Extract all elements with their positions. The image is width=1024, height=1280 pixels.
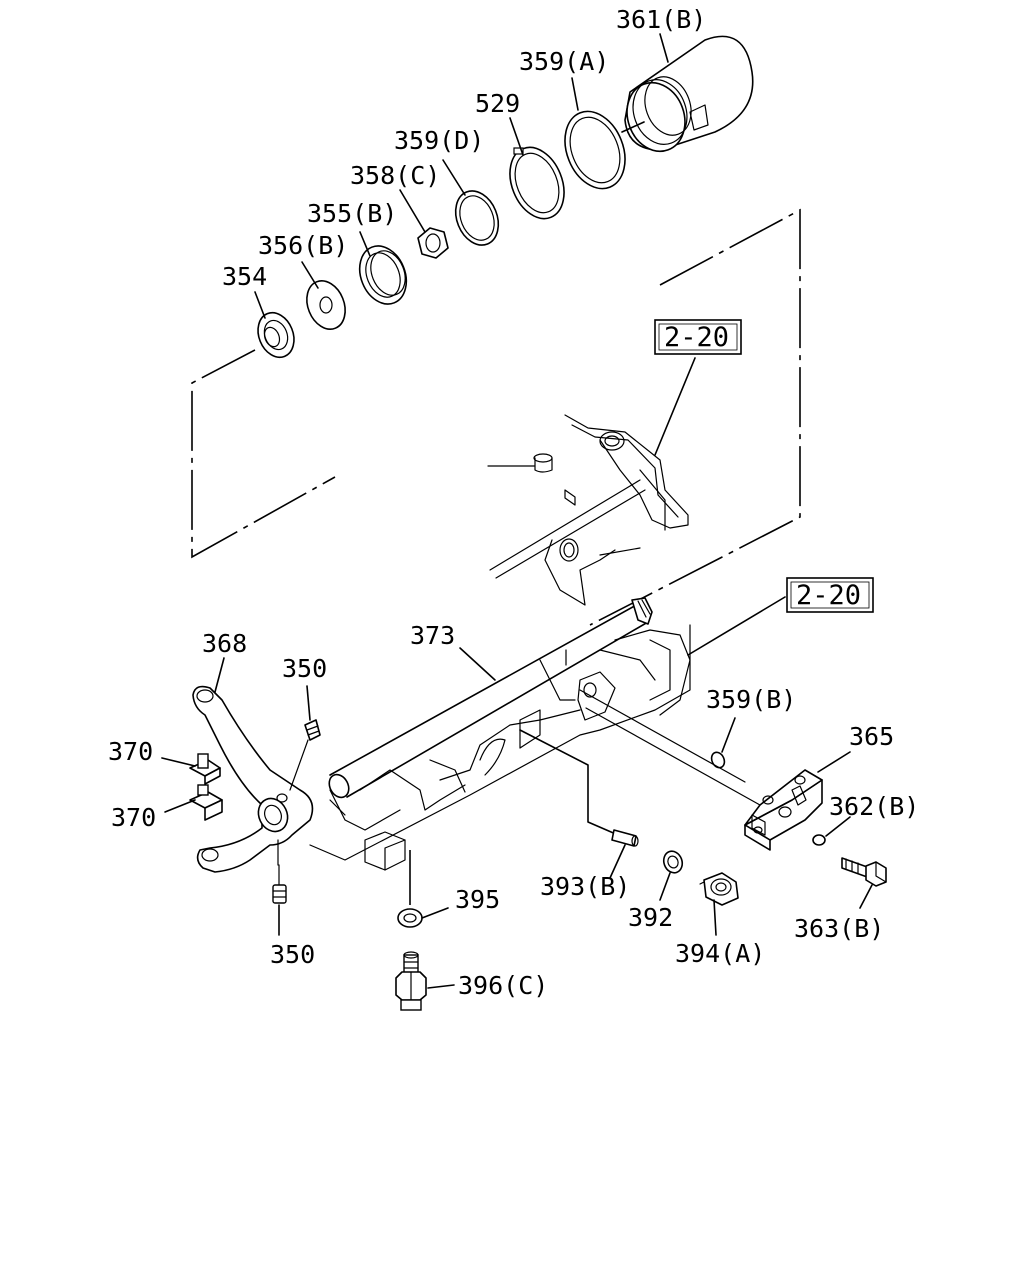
reference-box-lower — [786, 577, 874, 613]
transmission-housing-body — [309, 624, 691, 871]
oring-362b — [812, 834, 826, 846]
callout-394a: 394(A) — [675, 939, 765, 968]
callout-370-top: 370 — [108, 737, 153, 766]
washer-392 — [662, 850, 684, 874]
assembly-boundary-lines — [191, 208, 801, 626]
callout-393b: 393(B) — [540, 872, 630, 901]
shift-block-370-top — [189, 753, 221, 785]
bushing-355b — [358, 245, 408, 305]
callout-350-bottom: 350 — [270, 940, 315, 969]
reference-label-lower: 2-20 — [796, 580, 861, 611]
callout-368: 368 — [202, 629, 247, 658]
callout-396c: 396(C) — [458, 971, 548, 1000]
callout-350-top: 350 — [282, 654, 327, 683]
housing-detail-upper — [487, 414, 689, 606]
routing-lines — [579, 689, 761, 806]
callout-529: 529 — [475, 89, 520, 118]
callout-365: 365 — [849, 722, 894, 751]
shift-fork-368 — [192, 685, 314, 873]
bolt-350-bottom — [272, 864, 287, 904]
callout-356b: 356(B) — [258, 231, 348, 260]
washer-356b — [306, 280, 346, 330]
reference-label-upper: 2-20 — [664, 322, 729, 353]
switch-394a — [699, 872, 739, 906]
callout-359b: 359(B) — [706, 685, 796, 714]
callout-395: 395 — [455, 885, 500, 914]
callout-370-bottom: 370 — [111, 803, 156, 832]
plug-396c — [395, 951, 427, 1011]
seal-354 — [257, 311, 295, 359]
callout-361b: 361(B) — [616, 5, 706, 34]
callout-392: 392 — [628, 903, 673, 932]
callout-373: 373 — [410, 621, 455, 650]
pin-393b — [519, 729, 639, 847]
nut-358c — [417, 227, 449, 259]
callout-355b: 355(B) — [307, 199, 397, 228]
seal-ring-359d — [454, 190, 500, 246]
shift-rail-373 — [328, 597, 653, 799]
callout-359d: 359(D) — [394, 126, 484, 155]
oring-359b — [710, 751, 726, 769]
snap-ring-529 — [509, 146, 565, 220]
seal-ring-359a — [564, 110, 626, 190]
bolt-363b — [841, 857, 887, 887]
callout-354: 354 — [222, 262, 267, 291]
callout-363b: 363(B) — [794, 914, 884, 943]
callout-362b: 362(B) — [829, 792, 919, 821]
leader-lines — [161, 33, 873, 989]
shift-block-370-bottom — [189, 784, 223, 821]
reference-box-upper — [654, 319, 742, 355]
valve-block-365 — [744, 769, 823, 851]
piston-assembly-361b — [621, 35, 754, 153]
callout-358c: 358(C) — [350, 161, 440, 190]
bolt-350-top — [289, 719, 321, 791]
callout-359a: 359(A) — [519, 47, 609, 76]
